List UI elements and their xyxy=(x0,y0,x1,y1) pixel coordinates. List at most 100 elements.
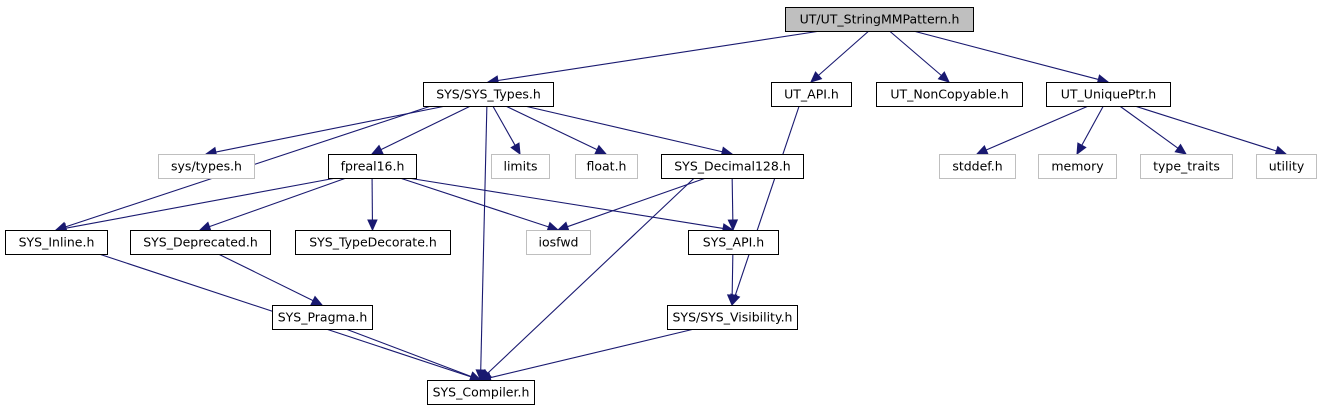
edge-line xyxy=(407,177,724,229)
edge-line xyxy=(985,105,1089,151)
edge-fpreal16-to-sys_deprecated xyxy=(198,177,347,232)
edge-line xyxy=(505,105,598,151)
node-sys-inline[interactable]: SYS_Inline.h xyxy=(5,230,108,255)
node-label: type_traits xyxy=(1153,159,1220,174)
edge-ut_uniqueptr-to-memory xyxy=(1076,105,1104,156)
node-sys-decimal128[interactable]: SYS_Decimal128.h xyxy=(661,154,804,179)
node-label: UT/UT_StringMMPattern.h xyxy=(800,12,960,27)
node-box xyxy=(158,154,255,179)
edge-fpreal16-to-sys_typedecorate xyxy=(367,177,378,232)
edge-root-to-ut_api xyxy=(810,30,870,83)
node-label: UT_NonCopyable.h xyxy=(890,87,1008,102)
node-box xyxy=(423,82,554,107)
node-label: sys/types.h xyxy=(171,159,242,174)
edge-root-to-sys_types xyxy=(486,30,821,86)
edge-sys_decimal128-to-sys_api xyxy=(727,177,739,232)
arrowhead-icon xyxy=(370,144,384,155)
edge-line xyxy=(65,177,337,229)
edge-line xyxy=(889,30,942,76)
edge-fpreal16-to-sys_api xyxy=(407,177,735,234)
node-box xyxy=(491,154,550,179)
node-box xyxy=(1140,154,1233,179)
edge-line xyxy=(480,105,488,371)
edge-line xyxy=(490,328,695,379)
node-box xyxy=(771,82,852,107)
arrowhead-icon xyxy=(367,219,378,232)
node-box xyxy=(328,154,417,179)
node-ut-uniqueptr[interactable]: UT_UniquePtr.h xyxy=(1046,82,1171,107)
node-utility: utility xyxy=(1256,154,1317,179)
arrowhead-icon xyxy=(1274,145,1288,156)
edge-line xyxy=(913,30,1099,80)
edge-line xyxy=(567,177,707,228)
node-root[interactable]: UT/UT_StringMMPattern.h xyxy=(785,7,974,32)
edge-line xyxy=(734,105,800,296)
arrowhead-icon xyxy=(726,294,738,307)
node-sys-typedecorate[interactable]: SYS_TypeDecorate.h xyxy=(295,230,451,255)
edge-sys_visibility-to-sys_compiler xyxy=(479,328,695,383)
edge-line xyxy=(218,253,314,302)
arrowhead-icon xyxy=(546,221,560,232)
node-label: SYS_Inline.h xyxy=(19,235,95,250)
edge-ut_api-to-sys_visibility xyxy=(730,105,800,307)
edge-line xyxy=(399,177,549,228)
node-label: fpreal16.h xyxy=(341,159,405,174)
node-float-h: float.h xyxy=(575,154,638,179)
node-sys-types-h: sys/types.h xyxy=(158,154,255,179)
edge-sys_api-to-sys_visibility xyxy=(726,253,738,307)
node-box xyxy=(667,305,798,330)
arrowhead-icon xyxy=(556,221,570,232)
edge-line xyxy=(492,105,516,146)
edge-sys_pragma-to-sys_compiler xyxy=(345,328,482,382)
node-sys-visibility[interactable]: SYS/SYS_Visibility.h xyxy=(667,305,798,330)
node-box xyxy=(526,230,591,255)
node-label: stddef.h xyxy=(952,159,1002,174)
edge-line xyxy=(380,105,471,151)
edge-line xyxy=(731,253,734,296)
arrowhead-icon xyxy=(510,142,521,156)
node-sys-pragma[interactable]: SYS_Pragma.h xyxy=(272,305,373,330)
edge-sys_deprecated-to-sys_pragma xyxy=(218,253,324,306)
node-box xyxy=(1038,154,1117,179)
edge-line xyxy=(1134,105,1277,152)
node-box xyxy=(661,154,804,179)
arrowhead-icon xyxy=(810,71,823,83)
node-label: iosfwd xyxy=(539,235,579,250)
node-memory: memory xyxy=(1038,154,1117,179)
node-label: SYS_Pragma.h xyxy=(278,310,368,325)
edge-sys_decimal128-to-sys_compiler xyxy=(479,177,695,381)
node-box xyxy=(688,230,779,255)
edge-ut_uniqueptr-to-stddef xyxy=(975,105,1089,155)
edge-line xyxy=(215,105,446,153)
node-ut-noncopyable[interactable]: UT_NonCopyable.h xyxy=(876,82,1023,107)
node-fpreal16[interactable]: fpreal16.h xyxy=(328,154,417,179)
edge-sys_decimal128-to-iosfwd xyxy=(556,177,707,232)
edge-line xyxy=(345,328,472,377)
node-sys-deprecated[interactable]: SYS_Deprecated.h xyxy=(130,230,271,255)
node-label: float.h xyxy=(587,159,627,174)
node-sys-compiler[interactable]: SYS_Compiler.h xyxy=(427,380,535,405)
node-label: utility xyxy=(1269,159,1305,174)
node-box xyxy=(785,7,974,32)
node-label: UT_API.h xyxy=(784,87,839,102)
arrowhead-icon xyxy=(310,295,324,306)
node-label: UT_UniquePtr.h xyxy=(1061,87,1156,102)
edge-fpreal16-to-sys_inline xyxy=(54,177,337,234)
node-label: SYS/SYS_Types.h xyxy=(436,87,541,102)
node-label: SYS_Compiler.h xyxy=(433,385,530,400)
node-limits: limits xyxy=(491,154,550,179)
node-type-traits: type_traits xyxy=(1140,154,1233,179)
arrowhead-icon xyxy=(1174,143,1187,155)
node-sys-api[interactable]: SYS_API.h xyxy=(688,230,779,255)
node-sys-types[interactable]: SYS/SYS_Types.h xyxy=(423,82,554,107)
node-ut-api[interactable]: UT_API.h xyxy=(771,82,852,107)
arrowhead-icon xyxy=(1076,142,1087,156)
node-box xyxy=(1256,154,1317,179)
edge-line xyxy=(1119,105,1179,149)
edge-line xyxy=(1081,105,1104,146)
node-box xyxy=(427,380,535,405)
node-label: SYS_Decimal128.h xyxy=(674,159,790,174)
edge-root-to-ut_noncopyable xyxy=(889,30,950,83)
